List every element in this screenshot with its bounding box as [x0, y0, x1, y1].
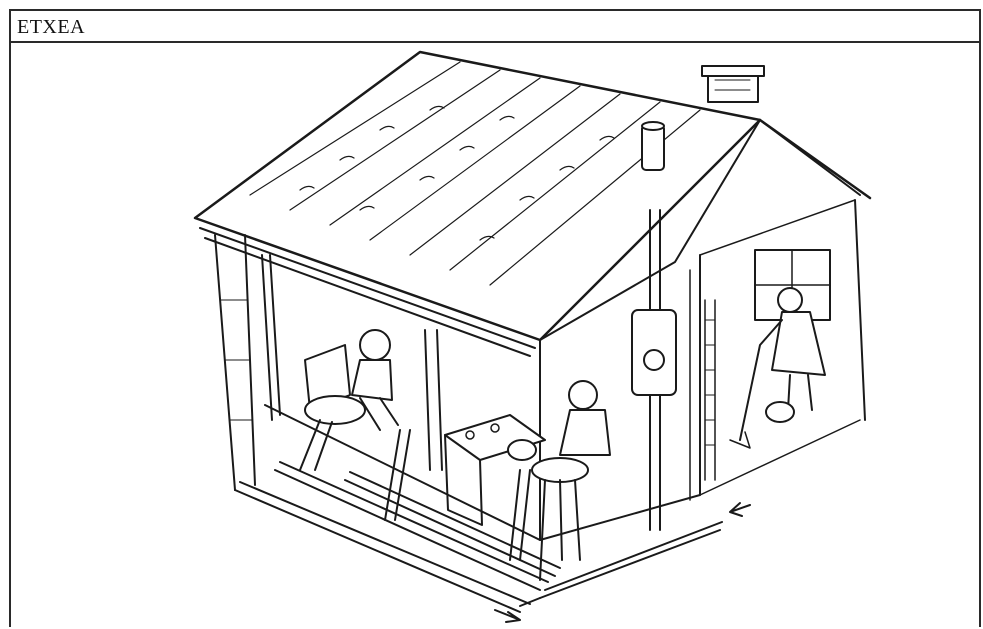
woman-figure: [730, 288, 825, 448]
water-heater: [632, 310, 676, 530]
downpipe: [215, 235, 280, 490]
roof: [195, 52, 870, 356]
chimney: [702, 66, 764, 102]
center-post: [425, 330, 442, 470]
toilet-with-child: [300, 330, 398, 470]
wall-ladder: [705, 300, 715, 480]
drain-pipes: [235, 462, 750, 622]
